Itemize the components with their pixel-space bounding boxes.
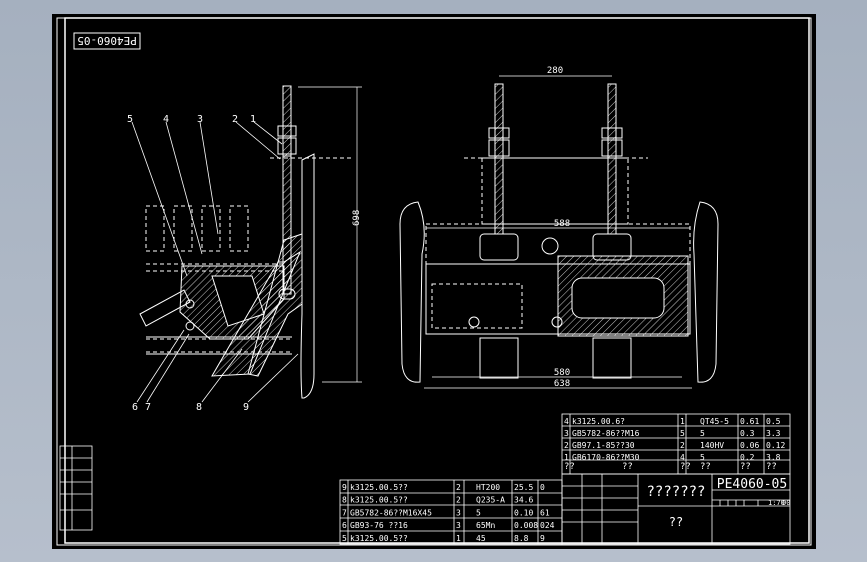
- dim-588: 588: [554, 219, 570, 229]
- bom-cell-material: 140HV: [700, 441, 724, 450]
- bom-cell-total: 0.12: [766, 441, 785, 450]
- bom-header-cell: ??: [564, 462, 575, 472]
- bom-cell-qty: 1: [680, 417, 685, 426]
- bom-cell-code: GB5782-86??M16X45: [350, 508, 432, 517]
- code-box-text: PE4060-05: [77, 34, 137, 47]
- bom-cell-qty: 2: [680, 441, 685, 450]
- bom-cell-total: 3.3: [766, 429, 781, 438]
- bom-cell-no: 6: [342, 521, 347, 530]
- scale-text: 1:70: [768, 499, 785, 507]
- bom-cell-weight: 0.008: [514, 521, 538, 530]
- bom-header-cell: ??: [700, 462, 711, 472]
- dim-698: 698: [352, 210, 362, 226]
- front-view: 280 588 580 638: [399, 66, 719, 389]
- balloon-8: 8: [196, 402, 202, 413]
- title-code: PE4060-05: [717, 477, 787, 492]
- sub-name: ??: [669, 515, 683, 529]
- bom-cell-total: 3.8: [766, 453, 781, 462]
- balloon-4: 4: [163, 114, 169, 125]
- bom-cell-qty: 3: [456, 508, 461, 517]
- bom-cell-weight: 0.61: [740, 417, 759, 426]
- bom-cell-weight: 8.8: [514, 534, 529, 543]
- bom-cell-code: k3125.00.5??: [350, 483, 408, 492]
- bom-cell-material: 5: [476, 508, 481, 517]
- bom-cell-material: 65Mn: [476, 521, 495, 530]
- bom-cell-material: 5: [700, 453, 705, 462]
- bom-cell-total: 9: [540, 534, 545, 543]
- bom-cell-qty: 4: [680, 453, 685, 462]
- bom-cell-no: 8: [342, 496, 347, 505]
- bom-cell-no: 1: [564, 453, 569, 462]
- bom-cell-code: k3125.00.6?: [572, 417, 625, 426]
- bom-header-cell: ??: [740, 462, 751, 472]
- bom-cell-total: 0: [540, 483, 545, 492]
- bom-cell-code: GB93-76 ??16: [350, 521, 408, 530]
- outer-border: [56, 17, 812, 546]
- bom-cell-weight: 0.10: [514, 508, 533, 517]
- title-name: ???????: [646, 484, 705, 500]
- bom-cell-material: 5: [700, 429, 705, 438]
- dim-638: 638: [554, 379, 570, 389]
- bom-cell-code: GB5782-86??M16: [572, 429, 640, 438]
- balloon-5: 5: [127, 114, 133, 125]
- bom-cell-code: k3125.00.5??: [350, 496, 408, 505]
- bom-header-cell: ??: [680, 462, 691, 472]
- bom-cell-no: 5: [342, 534, 347, 543]
- bom-cell-total: 61: [540, 508, 550, 517]
- bom-cell-total: 024: [540, 521, 555, 530]
- inner-border: [64, 17, 810, 544]
- margin-table: [59, 445, 93, 531]
- bom-cell-no: 9: [342, 483, 347, 492]
- bom-cell-no: 4: [564, 417, 569, 426]
- bom-cell-no: 3: [564, 429, 569, 438]
- bom-cell-weight: 0.2: [740, 453, 755, 462]
- left-bom: [339, 479, 563, 545]
- bom-cell-material: HT200: [476, 483, 500, 492]
- bom-cell-material: 45: [476, 534, 486, 543]
- bom-cell-code: GB6170-86??M30: [572, 453, 640, 462]
- bom-cell-qty: 5: [680, 429, 685, 438]
- bom-cell-no: 7: [342, 508, 347, 517]
- bom-cell-qty: 3: [456, 521, 461, 530]
- bom-header-cell: ??: [766, 462, 777, 472]
- balloon-7: 7: [145, 402, 151, 413]
- bom-cell-no: 2: [564, 441, 569, 450]
- bom-cell-total: 0.5: [766, 417, 781, 426]
- bom-cell-qty: 2: [456, 496, 461, 505]
- balloon-1: 1: [250, 114, 256, 125]
- title-block: [561, 473, 791, 545]
- dim-280: 280: [547, 66, 563, 76]
- sheet-text: 00: [782, 499, 790, 507]
- dim-580: 580: [554, 368, 570, 378]
- balloon-9: 9: [243, 402, 249, 413]
- bom-cell-qty: 1: [456, 534, 461, 543]
- balloon-3: 3: [197, 114, 203, 125]
- bom-cell-weight: 34.6: [514, 496, 533, 505]
- bom-cell-weight: 25.5: [514, 483, 533, 492]
- bom-cell-qty: 2: [456, 483, 461, 492]
- bom-header-cell: ??: [622, 462, 633, 472]
- balloon-6: 6: [132, 402, 138, 413]
- right-bom: [561, 413, 791, 475]
- bom-cell-material: Q235-A: [476, 496, 505, 505]
- drawing-canvas[interactable]: PE4060-05 698: [52, 14, 816, 549]
- code-box: [73, 32, 141, 50]
- bom-cell-code: GB97.1-85??30: [572, 441, 635, 450]
- bom-cell-weight: 0.06: [740, 441, 759, 450]
- side-view: 698 5 4 3 2 1 6 7 8 9: [127, 85, 362, 413]
- technical-drawing: PE4060-05 698: [56, 17, 812, 546]
- bom-cell-material: QT45-5: [700, 417, 729, 426]
- balloon-2: 2: [232, 114, 238, 125]
- bom-cell-code: k3125.00.5??: [350, 534, 408, 543]
- bom-cell-weight: 0.3: [740, 429, 755, 438]
